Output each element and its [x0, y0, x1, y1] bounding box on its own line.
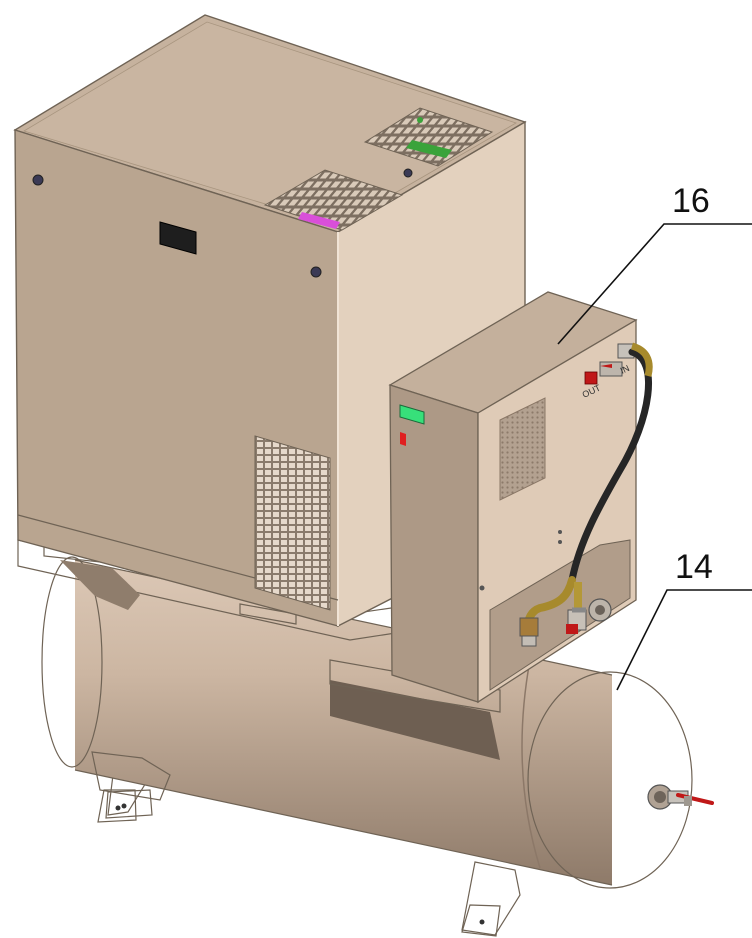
callout-14-leader: [616, 589, 752, 691]
callout-16-label: 16: [672, 182, 710, 220]
tank-leg-front-left: [91, 751, 171, 823]
status-indicator-red: [400, 432, 406, 446]
drain-valve: [647, 784, 714, 810]
callout-16-leader: [557, 223, 752, 345]
dryer-front: [389, 384, 479, 703]
top-vent-grille-rear: [363, 107, 494, 167]
dryer-unit: IN OUT: [388, 291, 653, 704]
screw-icon: [310, 266, 322, 278]
tank-shell: [75, 560, 612, 885]
callout-14-label: 14: [675, 548, 713, 586]
port-in-label: IN: [619, 363, 631, 376]
control-display: [159, 221, 197, 255]
screw-icon: [32, 174, 44, 186]
top-vent-grille-front: [263, 169, 404, 231]
callout-14: 14: [616, 548, 752, 691]
side-intake-grille: [254, 435, 331, 611]
screw-icon: [403, 168, 413, 178]
tank-leg-front-right: [461, 861, 521, 937]
pipe-fittings: [519, 576, 612, 647]
callout-16: 16: [557, 182, 752, 345]
tank-left-end: [41, 556, 103, 768]
status-indicator-green: [399, 404, 425, 425]
tank-right-end: [527, 671, 693, 889]
dryer-vent: [499, 397, 546, 501]
